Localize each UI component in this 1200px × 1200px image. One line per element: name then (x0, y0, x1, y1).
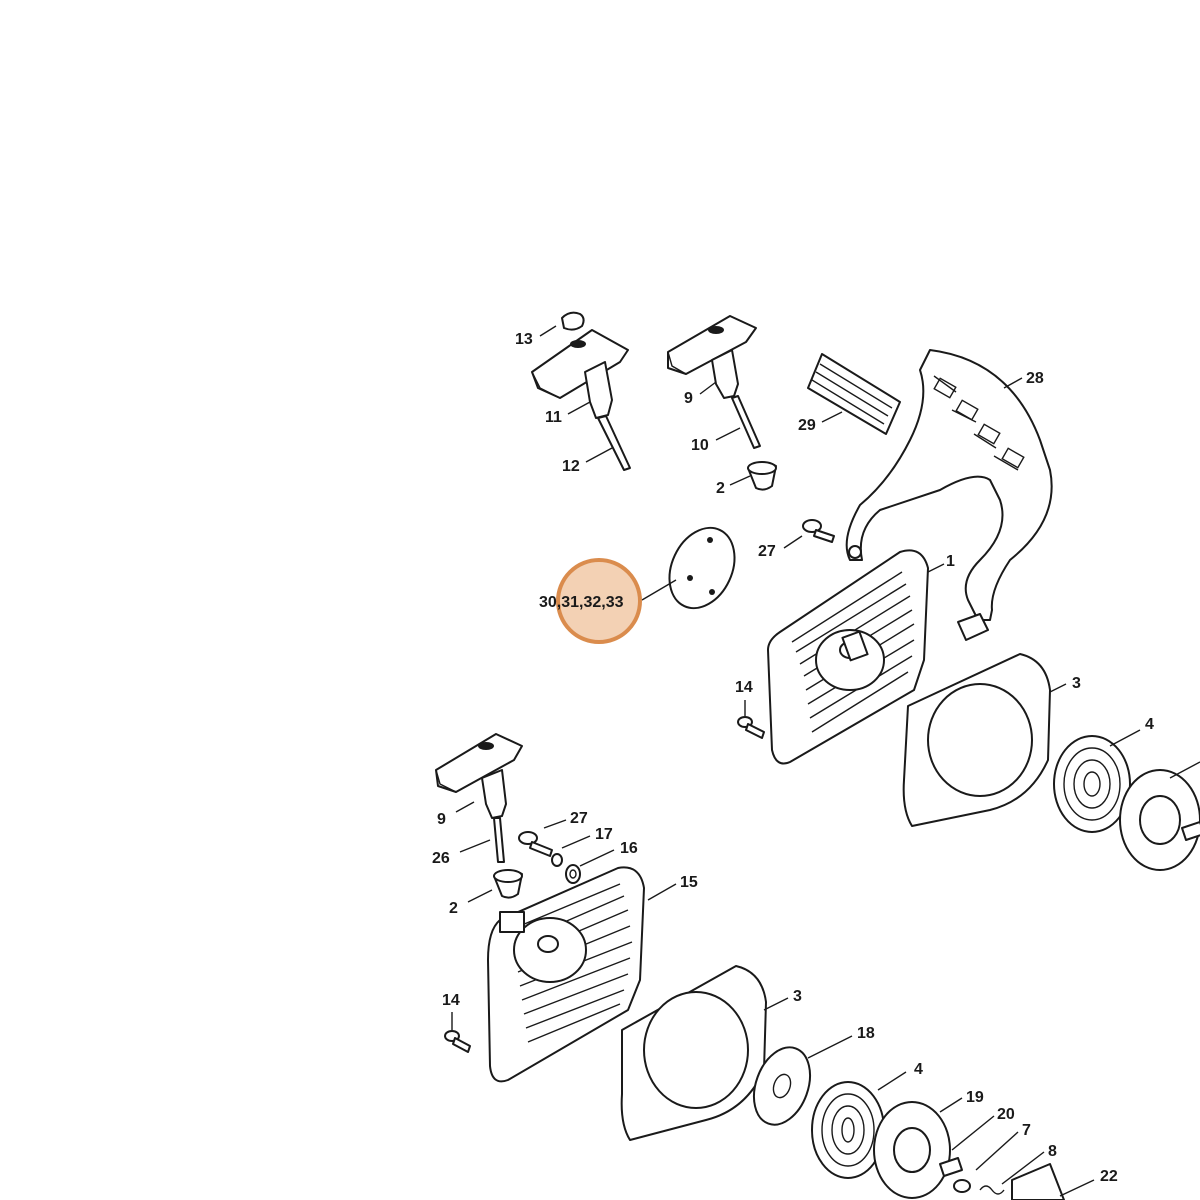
label-11: 11 (545, 409, 562, 426)
part-14-screw-upper[interactable] (737, 716, 765, 739)
part-15-starter-housing[interactable] (487, 866, 645, 1083)
part-10-rope[interactable] (731, 395, 761, 449)
part-22-carrier[interactable] (1011, 1163, 1065, 1200)
label-14-lower: 14 (442, 992, 460, 1009)
part-8-spring[interactable] (979, 1185, 1005, 1195)
part-labels: 13 11 12 9 10 2 29 28 27 1 30,31,32,33 1… (432, 331, 1154, 1185)
label-3-upper: 3 (1072, 675, 1081, 692)
part-30-disc[interactable] (657, 517, 747, 618)
label-14-upper: 14 (735, 679, 753, 696)
part-9-handle-lower[interactable] (435, 733, 523, 819)
label-10: 10 (691, 437, 709, 454)
part-29-plate[interactable] (807, 353, 901, 435)
label-3-lower: 3 (793, 988, 802, 1005)
label-27-upper: 27 (758, 543, 776, 560)
highlight-marker[interactable] (556, 558, 642, 644)
part-4-spring-lower[interactable] (811, 1081, 885, 1179)
part-26-rope[interactable] (493, 817, 505, 863)
part-14-screw-lower[interactable] (444, 1030, 471, 1053)
part-1-starter-housing[interactable] (767, 549, 929, 765)
label-20: 20 (997, 1106, 1015, 1123)
part-12-rope[interactable] (597, 415, 631, 471)
label-12: 12 (562, 458, 580, 475)
label-16: 16 (620, 840, 638, 857)
label-19: 19 (966, 1089, 984, 1106)
label-1: 1 (946, 553, 955, 570)
part-16-washer[interactable] (565, 864, 581, 884)
part-4-spring-upper[interactable] (1053, 735, 1131, 833)
label-27-lower: 27 (570, 810, 588, 827)
label-22: 22 (1100, 1168, 1118, 1185)
part-19-rope-rotor[interactable] (873, 1101, 951, 1199)
label-18: 18 (857, 1025, 875, 1042)
rope-rotor-upper[interactable] (1119, 769, 1200, 871)
label-2-upper: 2 (716, 480, 725, 497)
part-27-screw-lower[interactable] (518, 831, 553, 857)
part-2-bush-upper[interactable] (747, 461, 777, 491)
label-30-31-32-33: 30,31,32,33 (539, 594, 624, 611)
label-4-upper: 4 (1145, 716, 1154, 733)
part-9-handle-upper[interactable] (667, 315, 757, 399)
part-27-screw-upper[interactable] (802, 519, 835, 543)
label-9-upper: 9 (684, 390, 693, 407)
label-17: 17 (595, 826, 613, 843)
label-15: 15 (680, 874, 698, 891)
label-26: 26 (432, 850, 450, 867)
part-18-disc[interactable] (744, 1040, 820, 1133)
part-2-bush-lower[interactable] (493, 869, 523, 899)
label-9-lower: 9 (437, 811, 446, 828)
label-2-lower: 2 (449, 900, 458, 917)
part-7-clip[interactable] (953, 1179, 971, 1193)
part-3-fan-cover-upper[interactable] (902, 653, 1051, 827)
label-29: 29 (798, 417, 816, 434)
label-8: 8 (1048, 1143, 1057, 1160)
part-28-hand-guard[interactable] (845, 349, 1053, 641)
part-20-pawl[interactable] (939, 1157, 963, 1177)
part-17-washer[interactable] (551, 853, 563, 867)
leader-lines (451, 325, 1200, 1197)
label-4-lower: 4 (914, 1061, 923, 1078)
part-3-fan-cover-lower[interactable] (620, 965, 767, 1141)
label-28: 28 (1026, 370, 1044, 387)
part-11-handle[interactable] (531, 329, 629, 419)
label-7: 7 (1022, 1122, 1031, 1139)
label-13: 13 (515, 331, 533, 348)
part-13-cap[interactable] (561, 311, 585, 331)
